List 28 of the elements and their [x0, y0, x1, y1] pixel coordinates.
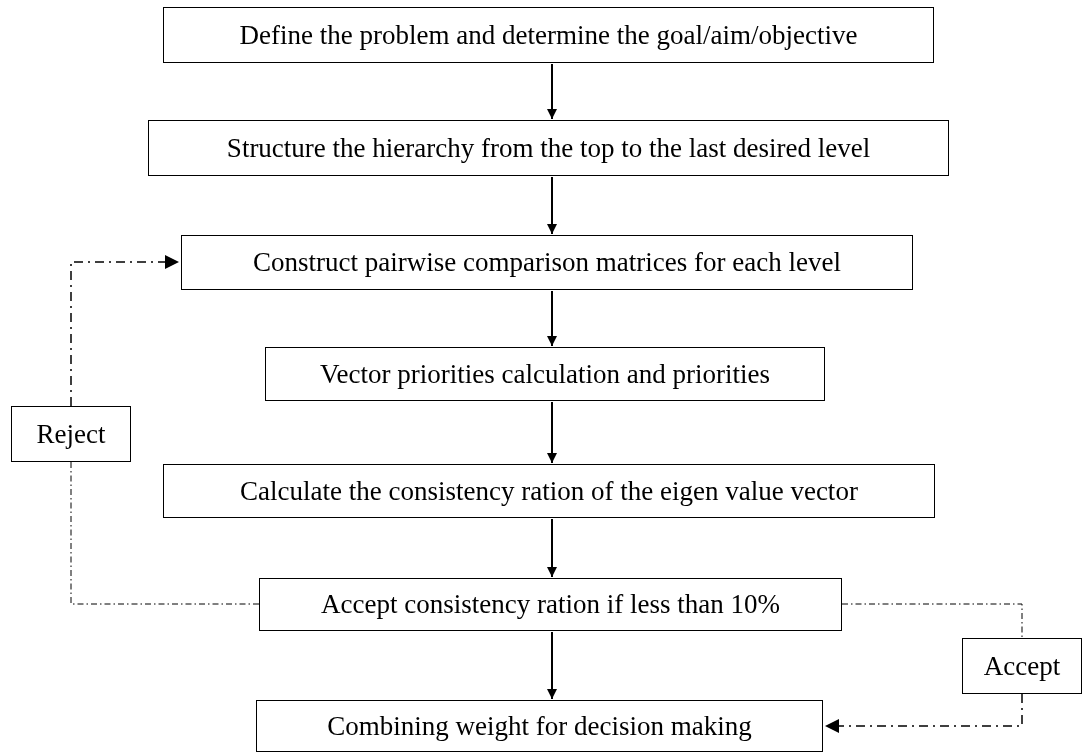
decision-label-box	[962, 638, 1082, 694]
step-text: Calculate the consistency ration of the eigen value vector	[240, 475, 858, 507]
step-text: Accept consistency ration if less than 10%	[321, 589, 780, 620]
process-box	[265, 347, 825, 401]
step-text: Vector priorities calculation and priorities	[320, 358, 770, 390]
process-box	[259, 578, 842, 631]
step-text: Define the problem and determine the goal/aim/objective	[239, 19, 858, 51]
step-text: Reject	[36, 418, 106, 450]
step-text: Construct pairwise comparison matrices for each level	[253, 247, 841, 278]
process-box	[163, 464, 935, 518]
arrow	[547, 63, 557, 120]
connector-line	[841, 603, 1023, 639]
process-box	[256, 700, 823, 752]
step-text: Accept	[983, 650, 1061, 682]
arrow	[70, 255, 180, 407]
arrow	[547, 176, 557, 235]
arrow	[547, 631, 557, 700]
process-box	[181, 235, 913, 290]
decision-label-box	[11, 406, 131, 462]
process-box	[148, 120, 949, 176]
arrow	[547, 401, 557, 464]
arrow	[547, 290, 557, 347]
process-box	[163, 7, 934, 63]
arrow	[547, 518, 557, 578]
arrow	[824, 693, 1023, 733]
connector-line	[70, 461, 260, 605]
step-text: Combining weight for decision making	[327, 710, 752, 742]
step-text: Structure the hierarchy from the top to the last desired level	[226, 132, 871, 164]
